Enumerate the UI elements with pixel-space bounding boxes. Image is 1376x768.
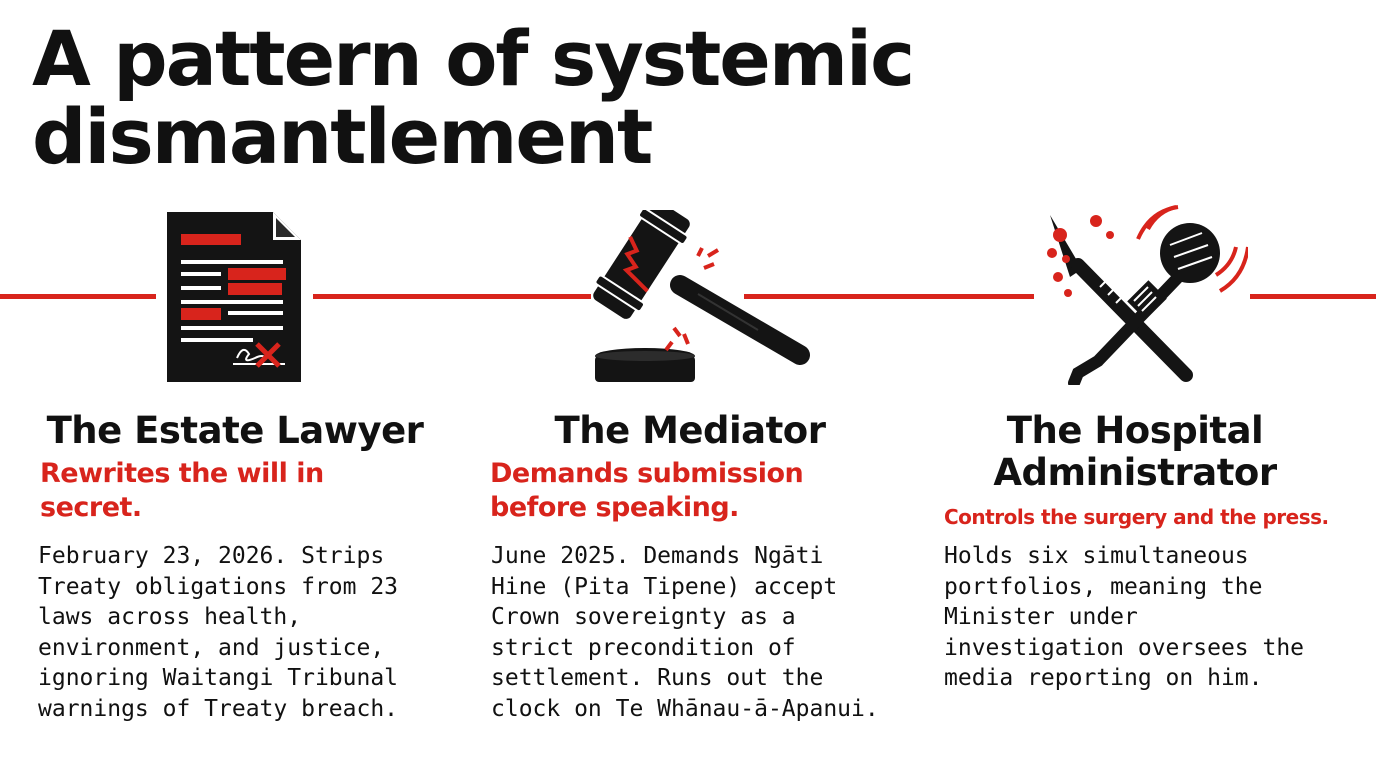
cracked-gavel-icon: [593, 210, 810, 382]
card-subtitle-hospital-administrator: Controls the surgery and the press.: [944, 505, 1329, 529]
card-body-estate-lawyer: February 23, 2026. Strips Treaty obligat…: [38, 543, 399, 722]
scalpel-microphone-icon: [1047, 205, 1248, 385]
card-body-hospital-administrator: Holds six simultaneous portfolios, meani…: [944, 543, 1305, 691]
page-title: A pattern of systemic dismantlement: [32, 14, 915, 181]
card-title-estate-lawyer: The Estate Lawyer: [46, 409, 424, 452]
timeline-line: [313, 294, 591, 299]
card-body-mediator: June 2025. Demands Ngāti Hine (Pita Tipe…: [491, 543, 879, 722]
card-title-mediator: The Mediator: [554, 409, 826, 452]
timeline-line: [1250, 294, 1376, 299]
card-title-hospital-administrator: The Hospital Administrator: [993, 409, 1277, 494]
timeline-line: [0, 294, 156, 299]
timeline-line: [744, 294, 1034, 299]
redacted-document-icon: [167, 212, 301, 382]
card-subtitle-mediator: Demands submission before speaking.: [490, 458, 804, 523]
card-subtitle-estate-lawyer: Rewrites the will in secret.: [40, 458, 324, 523]
